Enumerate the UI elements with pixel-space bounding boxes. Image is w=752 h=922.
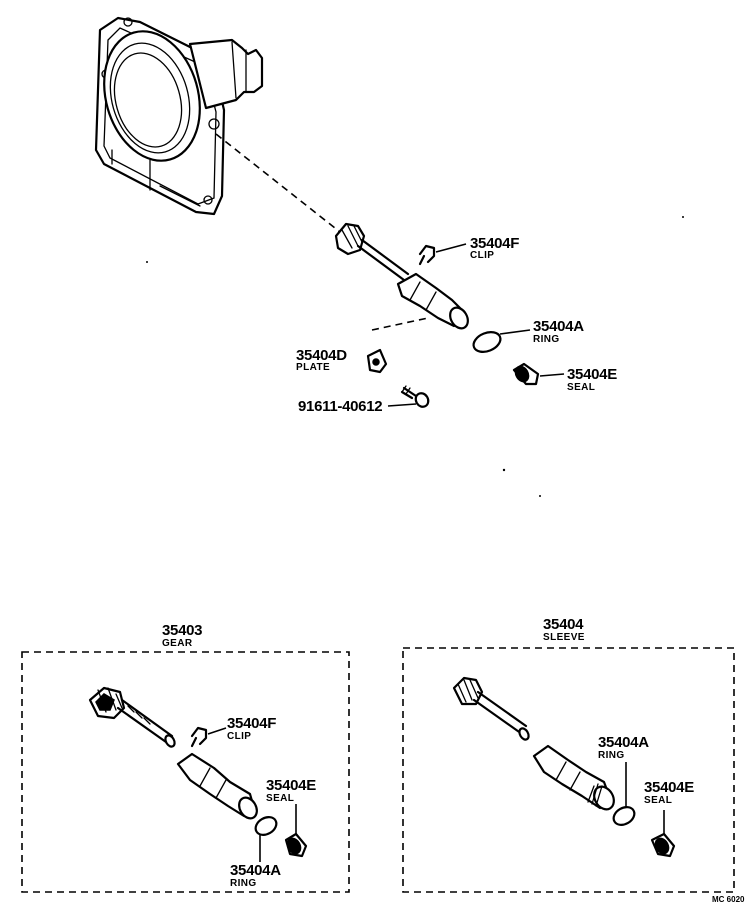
sleeve-kit-seal-number: 35404E (644, 779, 694, 796)
seal-icon (512, 362, 540, 386)
figure-code: MC 6020 (712, 895, 745, 904)
sleeve-kit-number: 35404 (543, 616, 584, 633)
seal-part-name: SEAL (567, 382, 595, 393)
gear-kit-ring-name: RING (230, 878, 257, 889)
bolt-icon (400, 385, 430, 408)
sleeve-kit-ring-name: RING (598, 750, 625, 761)
seal-leader (539, 373, 565, 377)
ring-leader (499, 329, 531, 335)
sleeve-kit-seal-name: SEAL (644, 795, 672, 806)
bolt-leader (387, 403, 417, 407)
plate-icon (366, 348, 388, 374)
ring-part-number: 35404A (533, 318, 584, 335)
gear-kit-ring-icon (254, 816, 278, 836)
gear-kit: 35403 GEAR 35404F CLIP (21, 622, 350, 893)
gear-kit-gear-icon (88, 686, 176, 748)
sleeve-kit-ring-icon (612, 806, 636, 826)
gear-kit-clip-icon (190, 726, 208, 748)
sleeve-kit-seal-icon (650, 832, 676, 858)
sleeve-kit: 35404 SLEEVE 35404A RING 35404E SEA (402, 616, 735, 893)
driven-gear-assembly (334, 222, 469, 330)
sleeve-kit-name: SLEEVE (543, 632, 585, 643)
sleeve-kit-sleeve-icon (532, 744, 615, 811)
seal-part-number: 35404E (567, 366, 617, 383)
assembly-line (215, 133, 341, 233)
gear-kit-ring-number: 35404A (230, 862, 281, 879)
clip-part-number: 35404F (470, 235, 519, 252)
bolt-part-number: 91611-40612 (298, 398, 382, 415)
clip-part-name: CLIP (470, 250, 494, 261)
ring-icon (472, 331, 502, 353)
gear-kit-clip-name: CLIP (227, 731, 251, 742)
gear-kit-clip-number: 35404F (227, 715, 276, 732)
plate-part-number: 35404D (296, 347, 347, 364)
gear-kit-sleeve-icon (176, 752, 258, 820)
ring-part-name: RING (533, 334, 560, 345)
gear-kit-clip-leader (207, 727, 227, 735)
plate-line (371, 317, 429, 331)
sleeve-kit-ring-number: 35404A (598, 734, 649, 751)
sleeve-kit-gear-icon (452, 676, 530, 741)
plate-part-name: PLATE (296, 362, 330, 373)
clip-icon (418, 244, 436, 266)
gear-kit-seal-number: 35404E (266, 777, 316, 794)
gear-kit-number: 35403 (162, 622, 202, 639)
gear-kit-seal-name: SEAL (266, 793, 294, 804)
gear-kit-seal-icon (284, 832, 308, 858)
clip-leader (435, 243, 467, 253)
scan-specks (146, 216, 684, 497)
gear-kit-name: GEAR (162, 638, 193, 649)
gear-kit-border (21, 651, 350, 893)
transmission-housing (94, 16, 264, 216)
